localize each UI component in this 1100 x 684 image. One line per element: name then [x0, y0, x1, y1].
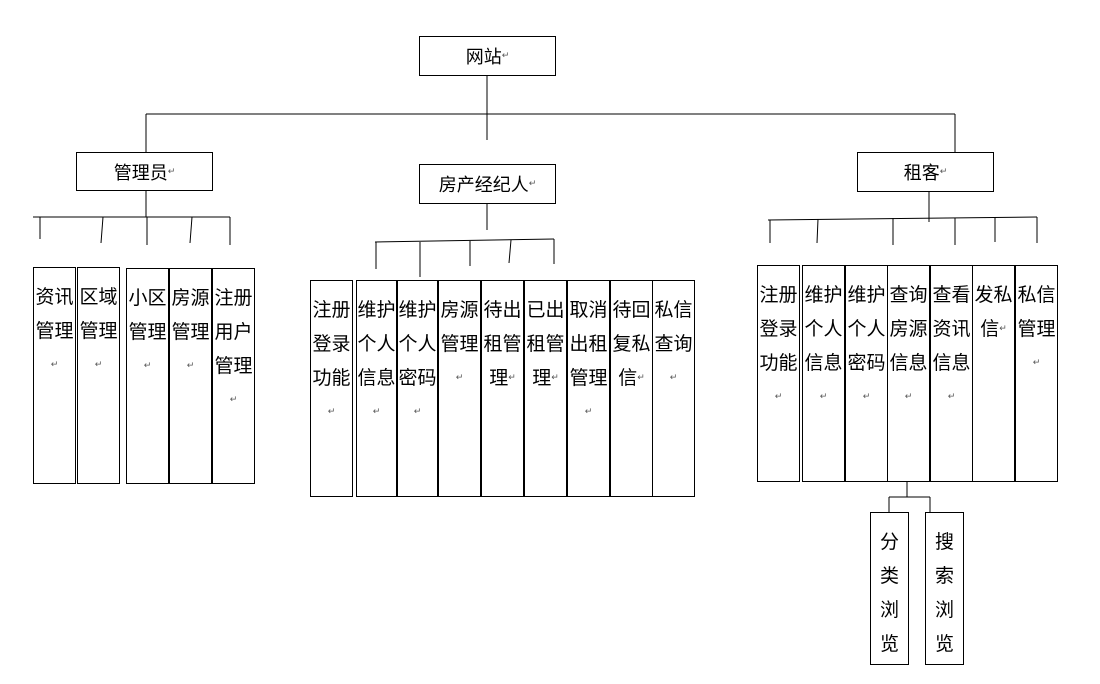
leaf-label: 待出租管理 — [483, 299, 522, 389]
sub-search-browse: 搜索浏览 — [925, 512, 964, 665]
admin-region-management: 区域管理 ↵ — [77, 267, 120, 484]
leaf-label: 注册用户管理 — [214, 287, 253, 377]
admin-registered-user-management: 注册用户管理 ↵ — [212, 268, 255, 484]
leaf-label: 分类浏览 — [879, 531, 899, 655]
leaf-label: 房源管理 — [440, 299, 479, 355]
tenant-maintain-info: 维护个人信息 ↵ — [802, 265, 845, 482]
tenant-view-news-info: 查看资讯信息 ↵ — [930, 265, 973, 482]
agent-listing-management: 房源管理 ↵ — [438, 280, 481, 497]
leaf-label: 房源管理 — [171, 287, 210, 343]
agent-rented-management: 已出租管理↵ — [524, 280, 567, 497]
paragraph-mark: ↵ — [508, 373, 516, 383]
leaf-label: 私信查询 — [654, 299, 693, 355]
agent-pending-replies: 待回复私信↵ — [610, 280, 653, 497]
admin-community-management: 小区管理 ↵ — [126, 268, 169, 484]
leaf-label: 查询房源信息 — [889, 284, 928, 374]
node-admin: 管理员↵ — [76, 152, 213, 191]
agent-maintain-info: 维护个人信息 ↵ — [356, 280, 397, 497]
leaf-label: 资讯管理 — [35, 286, 74, 342]
tenant-maintain-password: 维护个人密码 ↵ — [845, 265, 888, 482]
paragraph-mark: ↵ — [999, 324, 1007, 334]
tenant-send-message: 发私信↵ — [972, 265, 1015, 482]
node-agent: 房产经纪人↵ — [419, 164, 556, 204]
paragraph-mark: ↵ — [143, 361, 152, 371]
paragraph-mark: ↵ — [551, 373, 559, 383]
sub-category-browse: 分类浏览 — [870, 512, 909, 665]
paragraph-mark: ↵ — [584, 407, 593, 417]
paragraph-mark: ↵ — [528, 179, 537, 189]
agent-maintain-password: 维护个人密码 ↵ — [397, 280, 438, 497]
agent-message-query: 私信查询 ↵ — [652, 280, 695, 497]
tenant-message-management: 私信管理 ↵ — [1015, 265, 1058, 482]
leaf-label: 注册登录功能 — [312, 299, 351, 389]
leaf-label: 私信管理 — [1017, 284, 1056, 340]
node-tenant: 租客↵ — [857, 152, 994, 192]
paragraph-mark: ↵ — [186, 361, 195, 371]
leaf-label: 取消出租管理 — [569, 299, 608, 389]
paragraph-mark: ↵ — [669, 373, 678, 383]
paragraph-mark: ↵ — [939, 167, 948, 177]
paragraph-mark: ↵ — [372, 407, 381, 417]
paragraph-mark: ↵ — [50, 360, 59, 370]
tenant-search-listing-info: 查询房源信息 ↵ — [887, 265, 930, 482]
paragraph-mark: ↵ — [455, 373, 464, 383]
leaf-label: 待回复私信 — [612, 299, 651, 389]
leaf-label: 维护个人信息 — [804, 284, 843, 374]
paragraph-mark: ↵ — [229, 395, 238, 405]
agent-pending-rental: 待出租管理↵ — [481, 280, 524, 497]
node-agent-label: 房产经纪人 — [438, 175, 529, 196]
leaf-label: 小区管理 — [128, 287, 167, 343]
paragraph-mark: ↵ — [501, 51, 510, 61]
root-node-website: 网站↵ — [419, 36, 556, 76]
leaf-label: 维护个人密码 — [398, 299, 437, 389]
paragraph-mark: ↵ — [327, 407, 336, 417]
admin-listing-management: 房源管理 ↵ — [169, 268, 212, 484]
paragraph-mark: ↵ — [904, 392, 913, 402]
leaf-label: 维护个人信息 — [357, 299, 396, 389]
admin-news-management: 资讯管理 ↵ — [33, 267, 76, 484]
paragraph-mark: ↵ — [947, 392, 956, 402]
paragraph-mark: ↵ — [167, 166, 176, 177]
leaf-label: 查看资讯信息 — [932, 284, 971, 374]
agent-register-login: 注册登录功能 ↵ — [310, 280, 353, 497]
agent-cancel-rental: 取消出租管理 ↵ — [567, 280, 610, 497]
root-node-label: 网站 — [465, 47, 502, 68]
paragraph-mark: ↵ — [94, 360, 103, 370]
paragraph-mark: ↵ — [819, 392, 828, 402]
paragraph-mark: ↵ — [413, 407, 422, 417]
tenant-register-login: 注册登录功能 ↵ — [757, 265, 800, 482]
paragraph-mark: ↵ — [637, 373, 645, 383]
leaf-label: 注册登录功能 — [759, 284, 798, 374]
leaf-label: 维护个人密码 — [847, 284, 886, 374]
node-admin-label: 管理员 — [113, 162, 168, 184]
leaf-label: 已出租管理 — [526, 299, 565, 389]
leaf-label: 搜索浏览 — [934, 531, 954, 655]
node-tenant-label: 租客 — [903, 163, 940, 184]
paragraph-mark: ↵ — [1032, 358, 1041, 368]
paragraph-mark: ↵ — [774, 392, 783, 402]
paragraph-mark: ↵ — [862, 392, 871, 402]
leaf-label: 发私信 — [974, 284, 1013, 340]
leaf-label: 区域管理 — [79, 286, 118, 342]
